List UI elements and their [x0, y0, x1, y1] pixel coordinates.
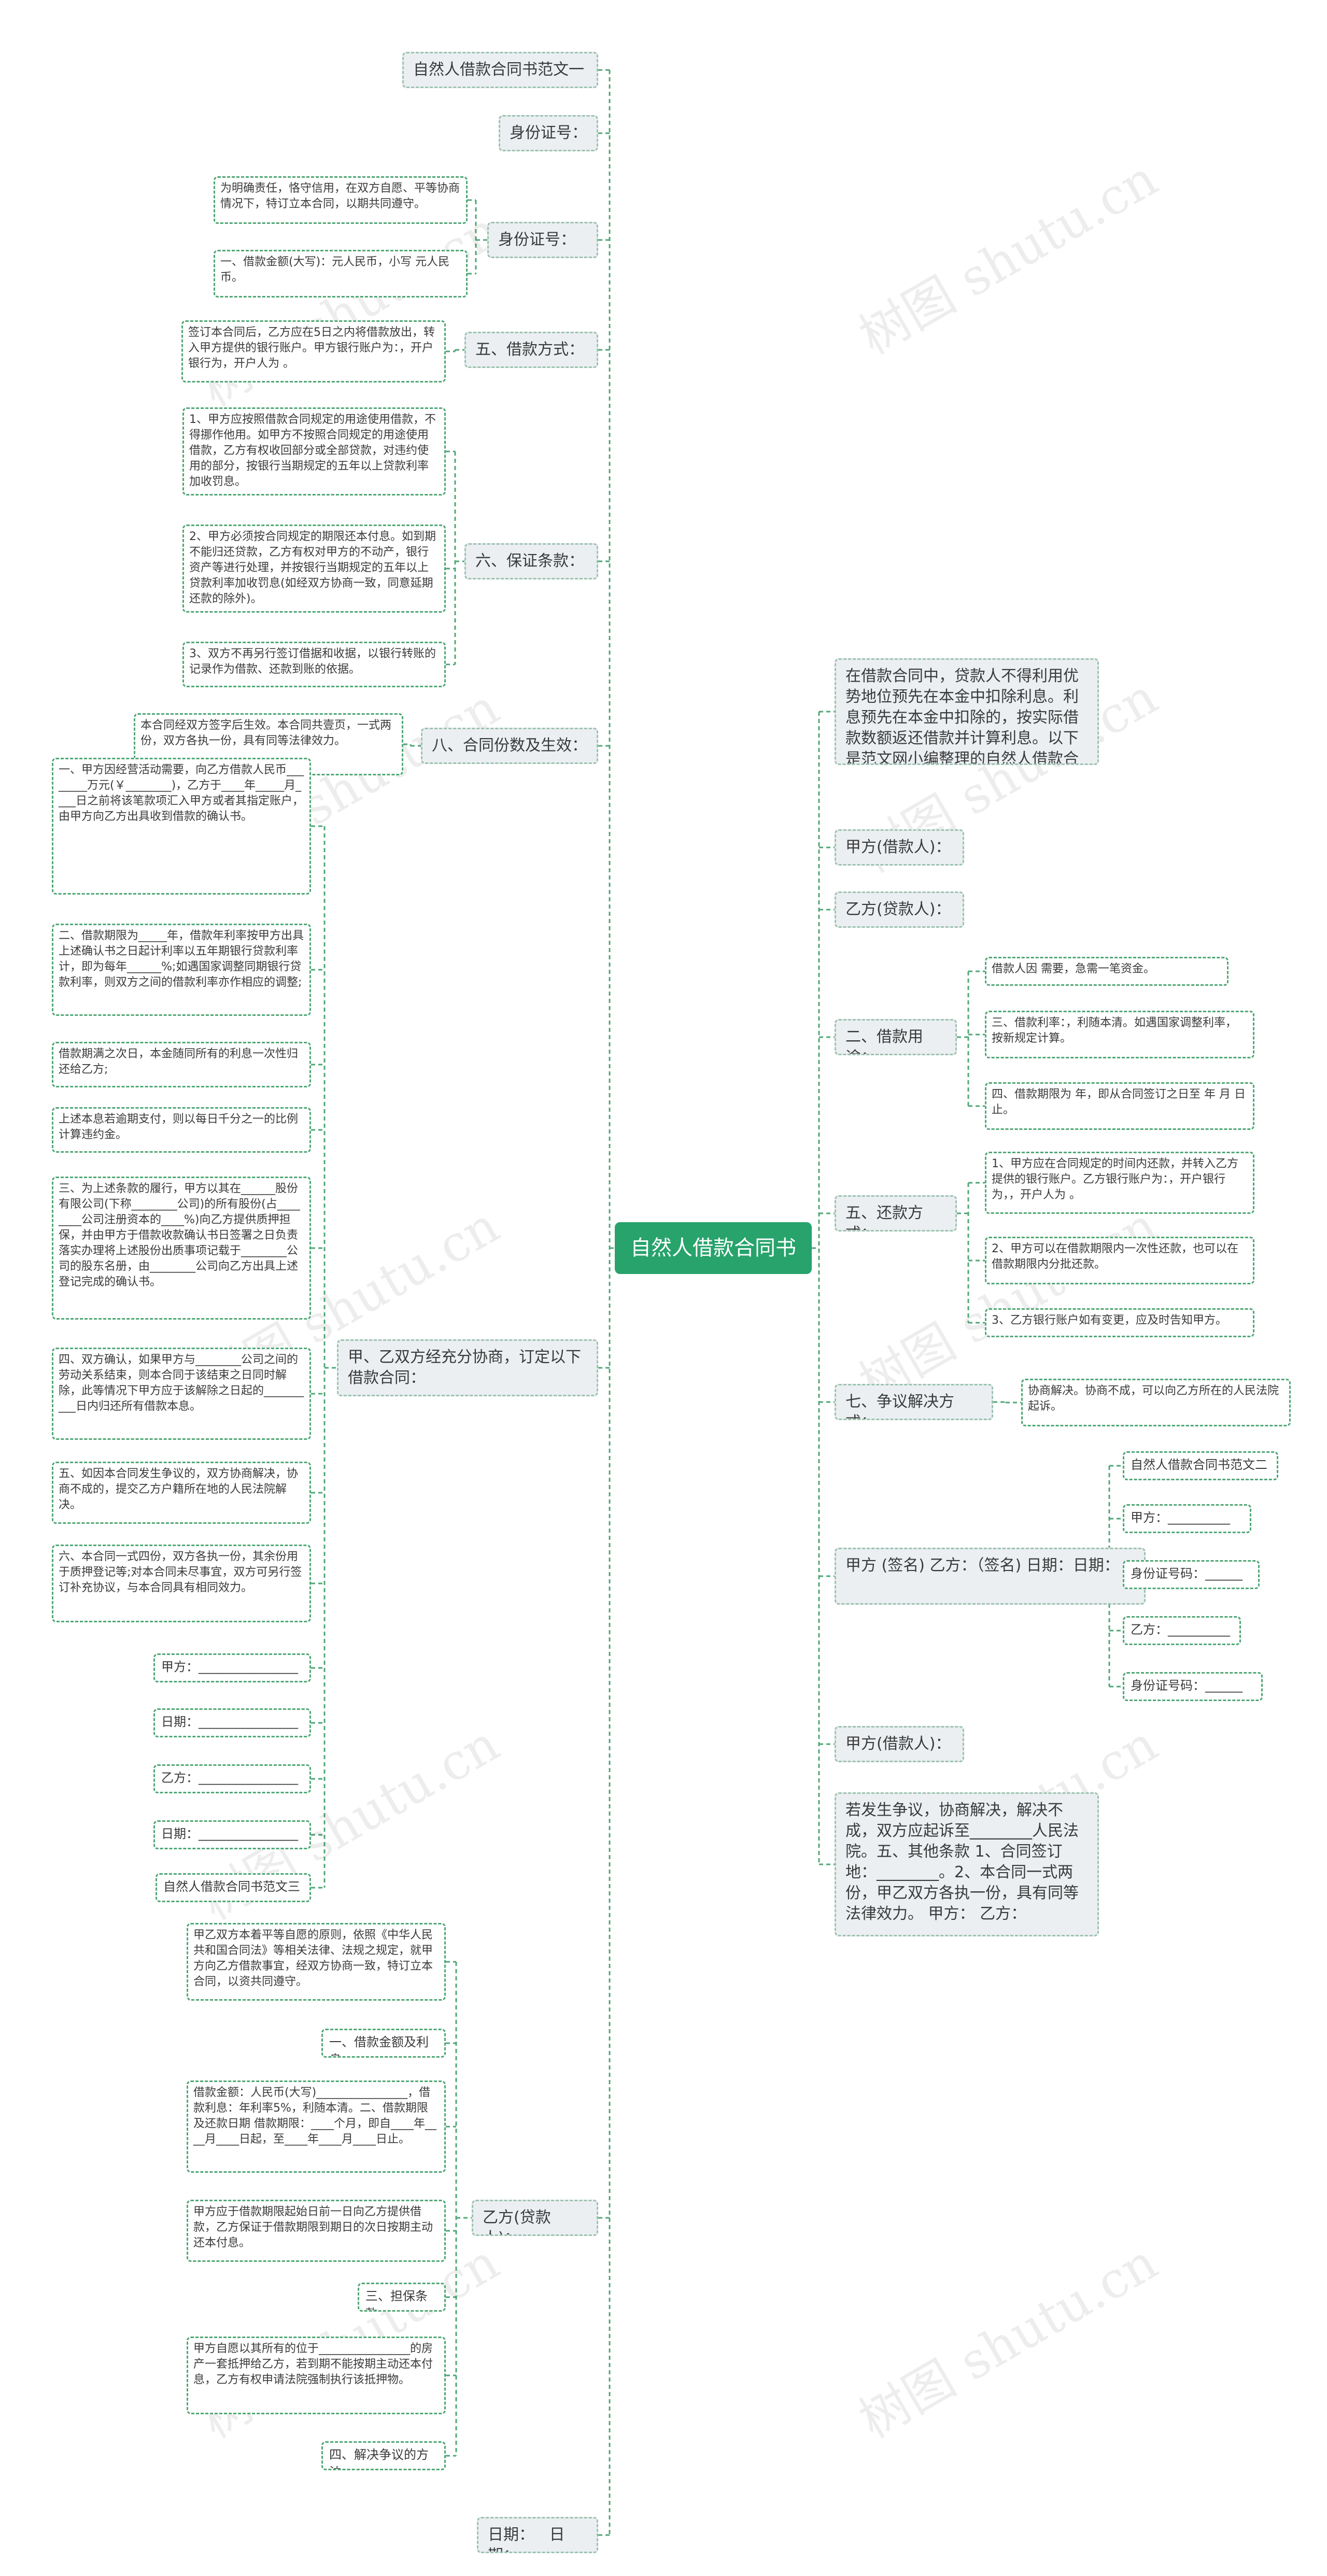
branch-sign[interactable]: 甲方 (签名) 乙方：（签名) 日期：日期： [835, 1548, 1146, 1605]
leaf[interactable]: 上述本息若逾期支付，则以每日千分之一的比例计算违约金。 [52, 1107, 311, 1153]
leaf[interactable]: 三、借款利率：，利随本清。如遇国家调整利率，按新规定计算。 [985, 1011, 1254, 1058]
branch-partyB[interactable]: 乙方(贷款人)： [472, 2200, 598, 2236]
branch-s6[interactable]: 六、保证条款： [464, 543, 598, 579]
leaf[interactable]: 甲方应于借款期限起始日前一日向乙方提供借款，乙方保证于借款期限到期日的次日按期主… [187, 2200, 446, 2262]
leaf[interactable]: 1、甲方应在合同规定的时间内还款，并转入乙方提供的银行账户。乙方银行账户为：，开… [985, 1152, 1254, 1214]
leaf[interactable]: 身份证号码：______ [1123, 1560, 1260, 1589]
leaf[interactable]: 四、解决争议的方法 [321, 2441, 446, 2470]
leaf[interactable]: 借款期满之次日，本金随同所有的利息一次性归还给乙方; [52, 1042, 311, 1087]
leaf[interactable]: 二、借款期限为_____年，借款年利率按甲方出具上述确认书之日起计利率以五年期银… [52, 924, 311, 1016]
branch-idno[interactable]: 身份证号： [499, 115, 598, 151]
leaf[interactable]: 签订本合同后，乙方应在5日之内将借款放出，转入甲方提供的银行账户。甲方银行账户为… [181, 320, 446, 383]
branch-idno2[interactable]: 身份证号： [487, 222, 598, 258]
leaf[interactable]: 一、借款金额及利息 [321, 2029, 446, 2058]
leaf[interactable]: 四、双方确认，如果甲方与________公司之间的劳动关系结束，则本合同于该结束… [52, 1348, 311, 1440]
leaf[interactable]: 借款金额：人民币(大写)________________，借款利息：年利率5%，… [187, 2080, 446, 2173]
leaf[interactable]: 五、如因本合同发生争议的，双方协商解决，协商不成的，提交乙方户籍所在地的人民法院… [52, 1462, 311, 1524]
leaf[interactable]: 身份证号码：______ [1123, 1672, 1263, 1701]
leaf[interactable]: 四、借款期限为 年，即从合同签订之日至 年 月 日止。 [985, 1082, 1254, 1130]
leaf[interactable]: 2、甲方可以在借款期限内一次性还款，也可以在借款期限内分批还款。 [985, 1237, 1254, 1284]
leaf[interactable]: 自然人借款合同书范文二 [1123, 1451, 1278, 1480]
root-node[interactable]: 自然人借款合同书 [615, 1222, 812, 1274]
leaf[interactable]: 3、双方不再另行签订借据和收据，以银行转账的记录作为借款、还款到账的依据。 [182, 642, 446, 687]
leaf[interactable]: 一、借款金额(大写)：元人民币，小写 元人民币。 [214, 250, 468, 298]
branch-last[interactable]: 若发生争议，协商解决，解决不成，双方应起诉至________人民法院。五、其他条… [835, 1792, 1099, 1936]
branch-intro[interactable]: 在借款合同中，贷款人不得利用优势地位预先在本金中扣除利息。利息预先在本金中扣除的… [835, 658, 1099, 765]
leaf[interactable]: 甲方自愿以其所有的位于________________的房产一套抵押给乙方，若到… [187, 2337, 446, 2414]
leaf[interactable]: 甲方：__________ [1123, 1504, 1251, 1533]
leaf[interactable]: 协商解决。协商不成，可以向乙方所在的人民法院起诉。 [1021, 1379, 1291, 1426]
leaf[interactable]: 六、本合同一式四份，双方各执一份，其余份用于质押登记等;对本合同未尽事宜，双方可… [52, 1545, 311, 1622]
leaf[interactable]: 为明确责任，恪守信用，在双方自愿、平等协商情况下，特订立本合同，以期共同遵守。 [214, 176, 468, 224]
leaf[interactable]: 乙方：________________ [153, 1764, 311, 1793]
branch-title1[interactable]: 自然人借款合同书范文一 [402, 52, 598, 88]
leaf[interactable]: 乙方：__________ [1123, 1616, 1241, 1645]
branch-s5-right[interactable]: 五、还款方式： [835, 1195, 957, 1232]
leaf[interactable]: 3、乙方银行账户如有变更，应及时告知甲方。 [985, 1308, 1254, 1337]
branch-partyB-right[interactable]: 乙方(贷款人)： [835, 891, 964, 928]
branch-s2[interactable]: 二、借款用途： [835, 1019, 957, 1055]
leaf[interactable]: 2、甲方必须按合同规定的期限还本付息。如到期不能归还贷款，乙方有权对甲方的不动产… [182, 525, 446, 613]
leaf[interactable]: 日期：________________ [153, 1708, 311, 1737]
leaf[interactable]: 甲乙双方本着平等自愿的原则，依照《中华人民共和国合同法》等相关法律、法规之规定，… [187, 1923, 446, 2001]
branch-s8[interactable]: 八、合同份数及生效： [421, 728, 598, 764]
leaf[interactable]: 三、担保条款 [358, 2283, 446, 2312]
leaf[interactable]: 借款人因 需要，急需一笔资金。 [985, 957, 1229, 986]
branch-agreement[interactable]: 甲、乙双方经充分协商，订定以下借款合同： [337, 1339, 598, 1396]
leaf[interactable]: 1、甲方应按照借款合同规定的用途使用借款，不得挪作他用。如甲方不按照合同规定的用… [182, 407, 446, 496]
leaf[interactable]: 甲方：________________ [153, 1653, 311, 1682]
branch-partyA2[interactable]: 甲方(借款人)： [835, 1726, 964, 1762]
leaf[interactable]: 自然人借款合同书范文三 [156, 1873, 311, 1902]
leaf[interactable]: 日期：________________ [153, 1820, 311, 1849]
leaf[interactable]: 三、为上述条款的履行，甲方以其在______股份有限公司(下称________公… [52, 1177, 311, 1320]
branch-date[interactable]: 日期： 日期： [477, 2517, 598, 2553]
leaf[interactable]: 一、甲方因经营活动需要，向乙方借款人民币________万元(￥________… [52, 758, 311, 895]
branch-s5[interactable]: 五、借款方式： [464, 332, 598, 368]
branch-s7[interactable]: 七、争议解决方式： [835, 1384, 993, 1420]
branch-partyA[interactable]: 甲方(借款人)： [835, 829, 964, 866]
